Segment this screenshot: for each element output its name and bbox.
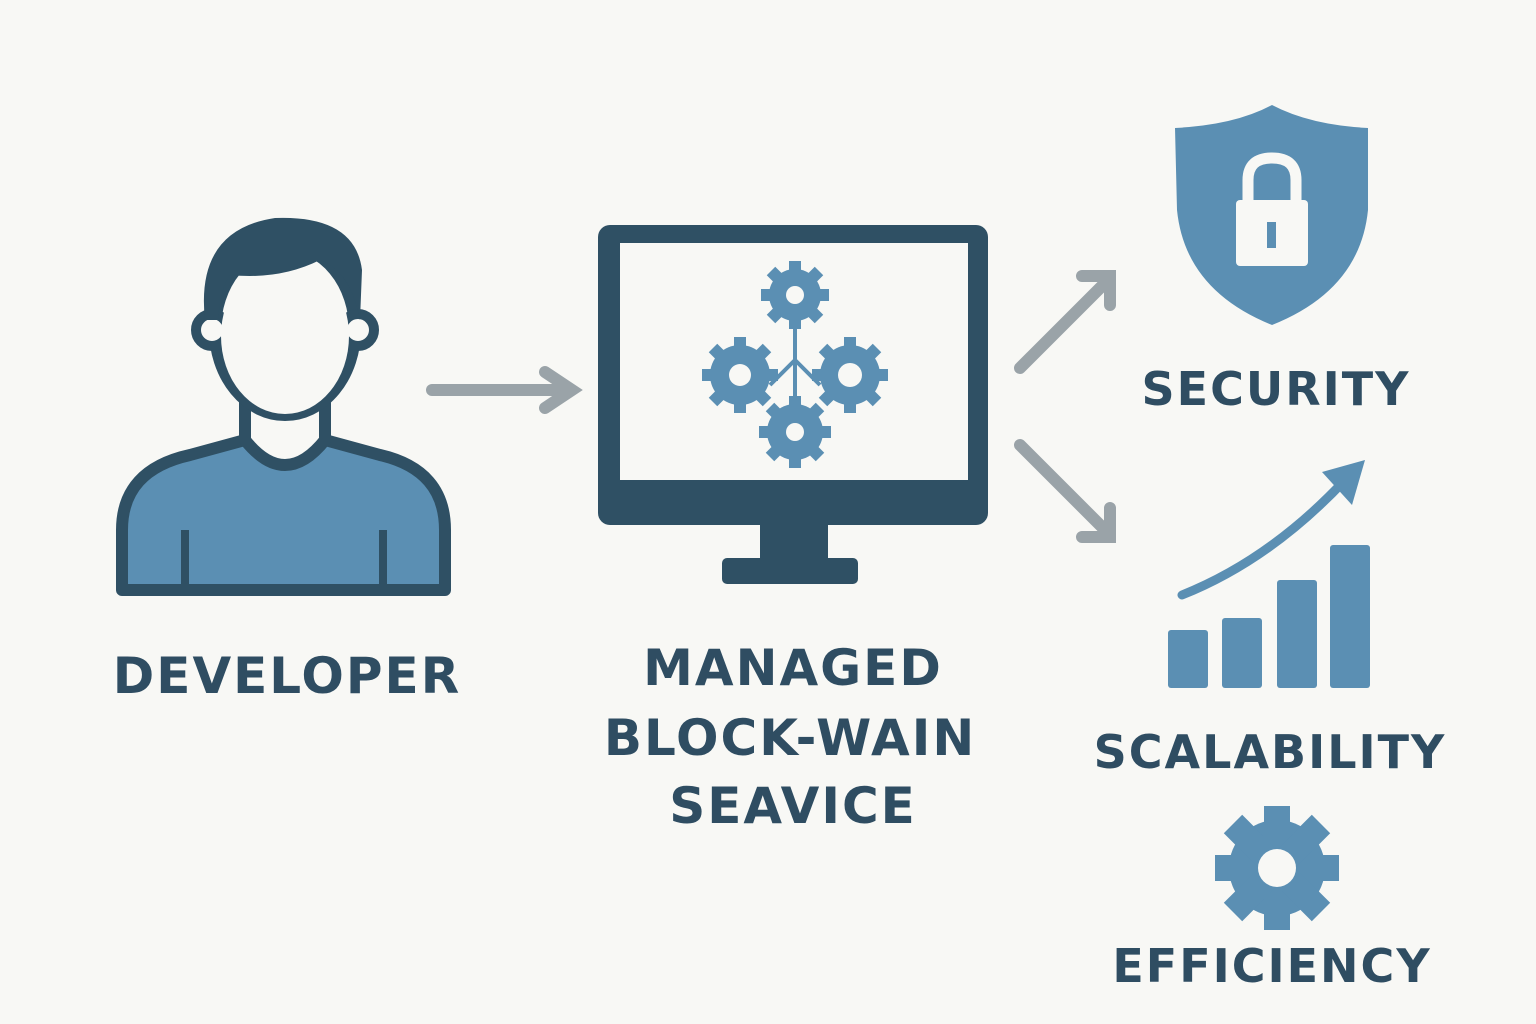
arrow-down-right-icon xyxy=(1014,439,1116,543)
efficiency-label: EFFICIENCY xyxy=(1112,939,1431,993)
service-label-line-1: MANAGED xyxy=(643,639,943,697)
monitor-gears-icon xyxy=(598,225,988,584)
developer-label: DEVELOPER xyxy=(113,647,461,705)
bar-chart-growth-icon xyxy=(1168,460,1370,688)
gear-icon xyxy=(1215,806,1339,930)
service-label-line-2: BLOCK-WAIN xyxy=(604,709,976,767)
arrow-right-icon xyxy=(426,366,583,414)
arrow-up-right-icon xyxy=(1014,270,1116,374)
shield-lock-icon xyxy=(1175,105,1368,325)
person-icon xyxy=(116,217,451,596)
scalability-label: SCALABILITY xyxy=(1094,725,1447,779)
service-label-line-3: SEAVICE xyxy=(669,777,917,835)
security-label: SECURITY xyxy=(1142,362,1411,416)
